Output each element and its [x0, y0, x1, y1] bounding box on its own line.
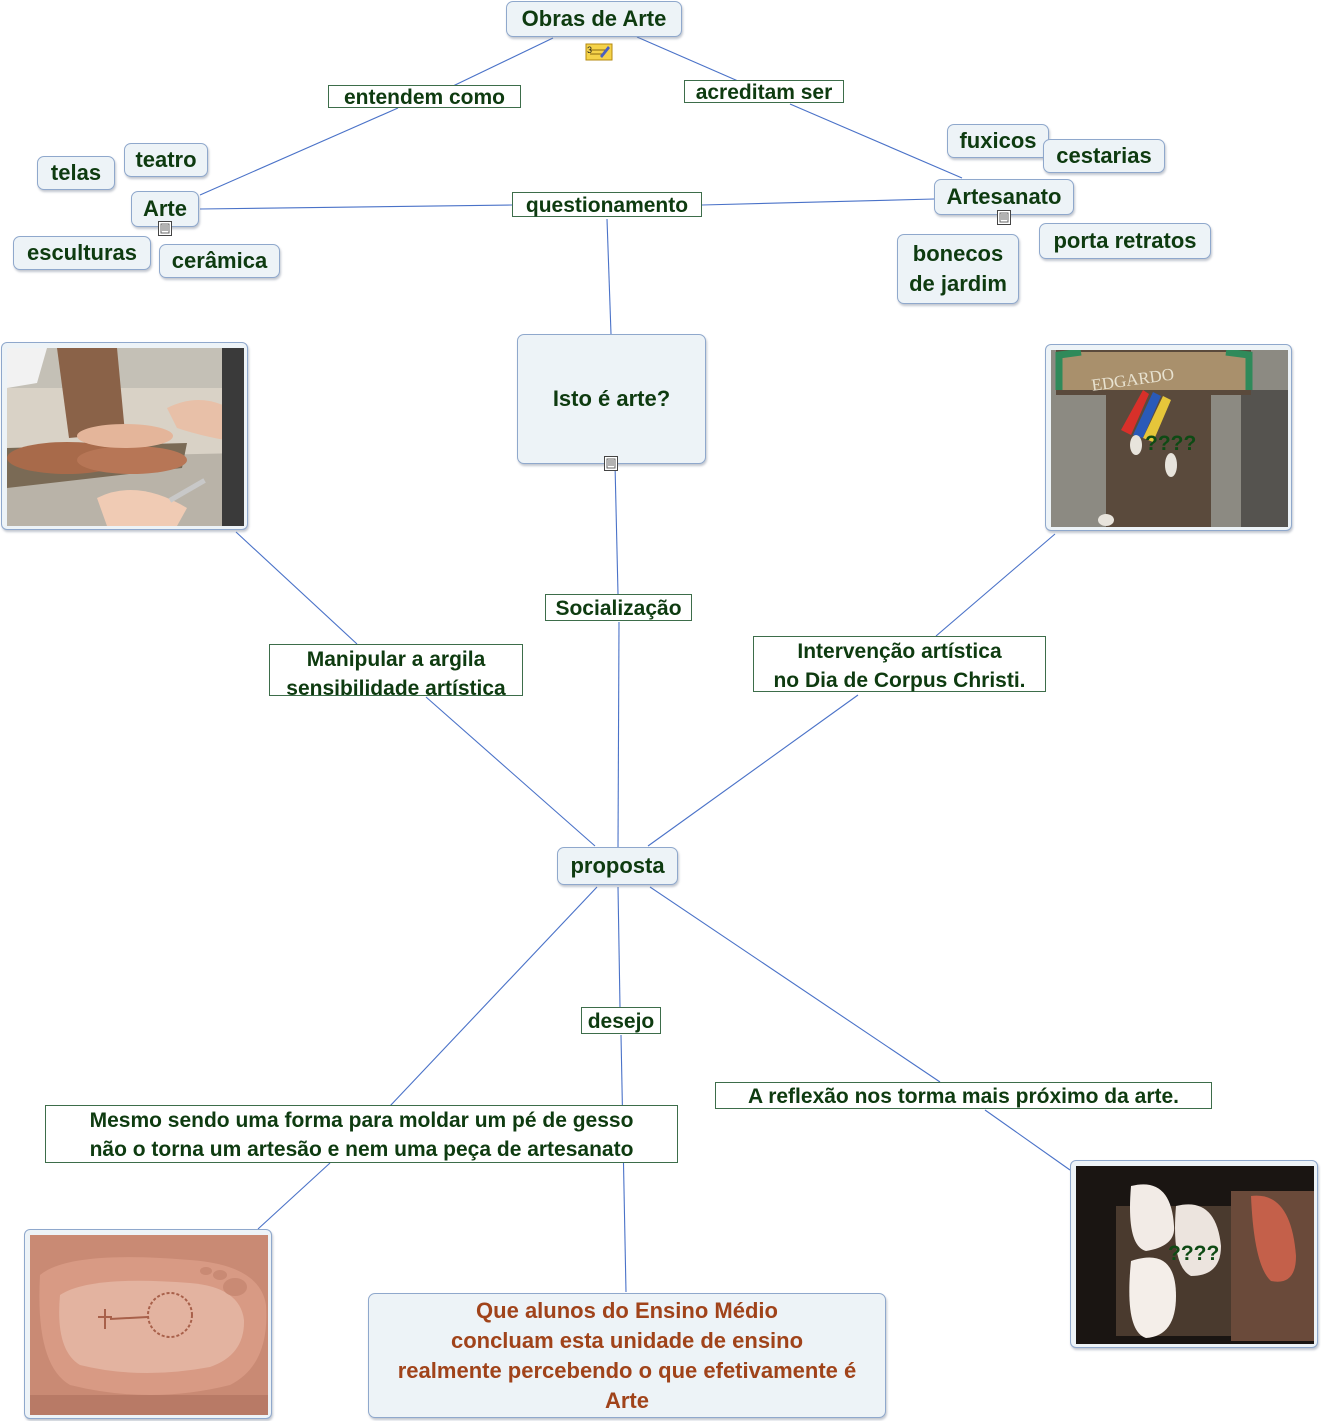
link-label-intervencao-artistica[interactable]: Intervenção artística no Dia de Corpus C… — [753, 636, 1046, 692]
link-entendem-arte — [199, 107, 399, 196]
concept-obras-de-arte[interactable]: Obras de Arte — [506, 1, 682, 37]
link-obras-acreditam — [636, 36, 739, 82]
link-label-entendem-como[interactable]: entendem como — [328, 85, 521, 109]
link-label-questionamento[interactable]: questionamento — [512, 192, 702, 217]
link-label-manipular-argila[interactable]: Manipular a argila sensibilidade artísti… — [269, 644, 523, 700]
clay-footprint-image — [7, 348, 244, 526]
document-icon[interactable] — [604, 456, 618, 471]
link-proposta-mesmo — [389, 886, 598, 1107]
concept-fuxicos[interactable]: fuxicos — [947, 124, 1049, 158]
plaster-question-text: ???? — [1168, 1242, 1219, 1265]
link-manipular-proposta — [425, 696, 596, 847]
link-photo1-manipular — [235, 531, 358, 645]
concept-isto-e-arte[interactable]: Isto é arte? — [517, 334, 706, 464]
photo-clay-footprint-mold[interactable] — [24, 1229, 272, 1419]
photo-plaster-molds[interactable]: ???? — [1070, 1160, 1318, 1348]
link-arte-questionamento — [199, 204, 513, 210]
mural-question-text: ???? — [1145, 432, 1196, 455]
link-intervencao-proposta — [647, 694, 859, 847]
link-questionamento-isto — [606, 218, 612, 335]
mural-image: EDGARDO ???? — [1051, 350, 1288, 527]
footprint-mold-image — [30, 1235, 268, 1415]
link-label-acreditam-ser[interactable]: acreditam ser — [684, 80, 844, 104]
concept-esculturas[interactable]: esculturas — [13, 236, 151, 270]
plaster-molds-image: ???? — [1076, 1166, 1314, 1344]
concept-proposta[interactable]: proposta — [557, 847, 678, 885]
sticky-note-icon[interactable]: 3 — [584, 42, 614, 62]
link-photo2-intervencao — [935, 533, 1056, 637]
concept-telas[interactable]: telas — [37, 156, 115, 190]
link-mesmo-photo3 — [257, 1162, 331, 1230]
link-socializacao-proposta — [617, 621, 620, 849]
concept-ceramica[interactable]: cerâmica — [159, 244, 280, 278]
concept-artesanato[interactable]: Artesanato — [934, 179, 1074, 215]
link-acreditam-artesanato — [789, 103, 963, 179]
link-questionamento-artesanato — [701, 198, 935, 206]
concept-bonecos-de-jardim[interactable]: bonecos de jardim — [897, 234, 1019, 304]
link-desejo-goal — [620, 1034, 627, 1293]
note-count: 3 — [587, 45, 592, 55]
link-label-mesmo-sendo[interactable]: Mesmo sendo uma forma para moldar um pé … — [45, 1105, 678, 1163]
document-icon[interactable] — [997, 210, 1011, 225]
concept-arte[interactable]: Arte — [131, 191, 199, 227]
link-obras-entendem — [452, 37, 554, 87]
concept-cestarias[interactable]: cestarias — [1043, 139, 1165, 173]
concept-porta-retratos[interactable]: porta retratos — [1039, 223, 1211, 259]
link-isto-socializacao — [614, 463, 619, 595]
photo-corpus-christi-mural[interactable]: EDGARDO ???? — [1045, 344, 1292, 531]
link-label-desejo[interactable]: desejo — [581, 1007, 661, 1034]
photo-foot-in-clay[interactable] — [1, 342, 248, 530]
document-icon[interactable] — [158, 221, 172, 236]
link-proposta-reflexao — [649, 886, 941, 1083]
concept-teatro[interactable]: teatro — [124, 143, 208, 177]
link-reflexao-photo4 — [984, 1109, 1071, 1171]
link-label-reflexao[interactable]: A reflexão nos torma mais próximo da art… — [715, 1082, 1212, 1109]
link-proposta-desejo — [617, 886, 621, 1008]
link-label-socializacao[interactable]: Socialização — [545, 594, 692, 621]
concept-goal[interactable]: Que alunos do Ensino Médio concluam esta… — [368, 1293, 886, 1418]
